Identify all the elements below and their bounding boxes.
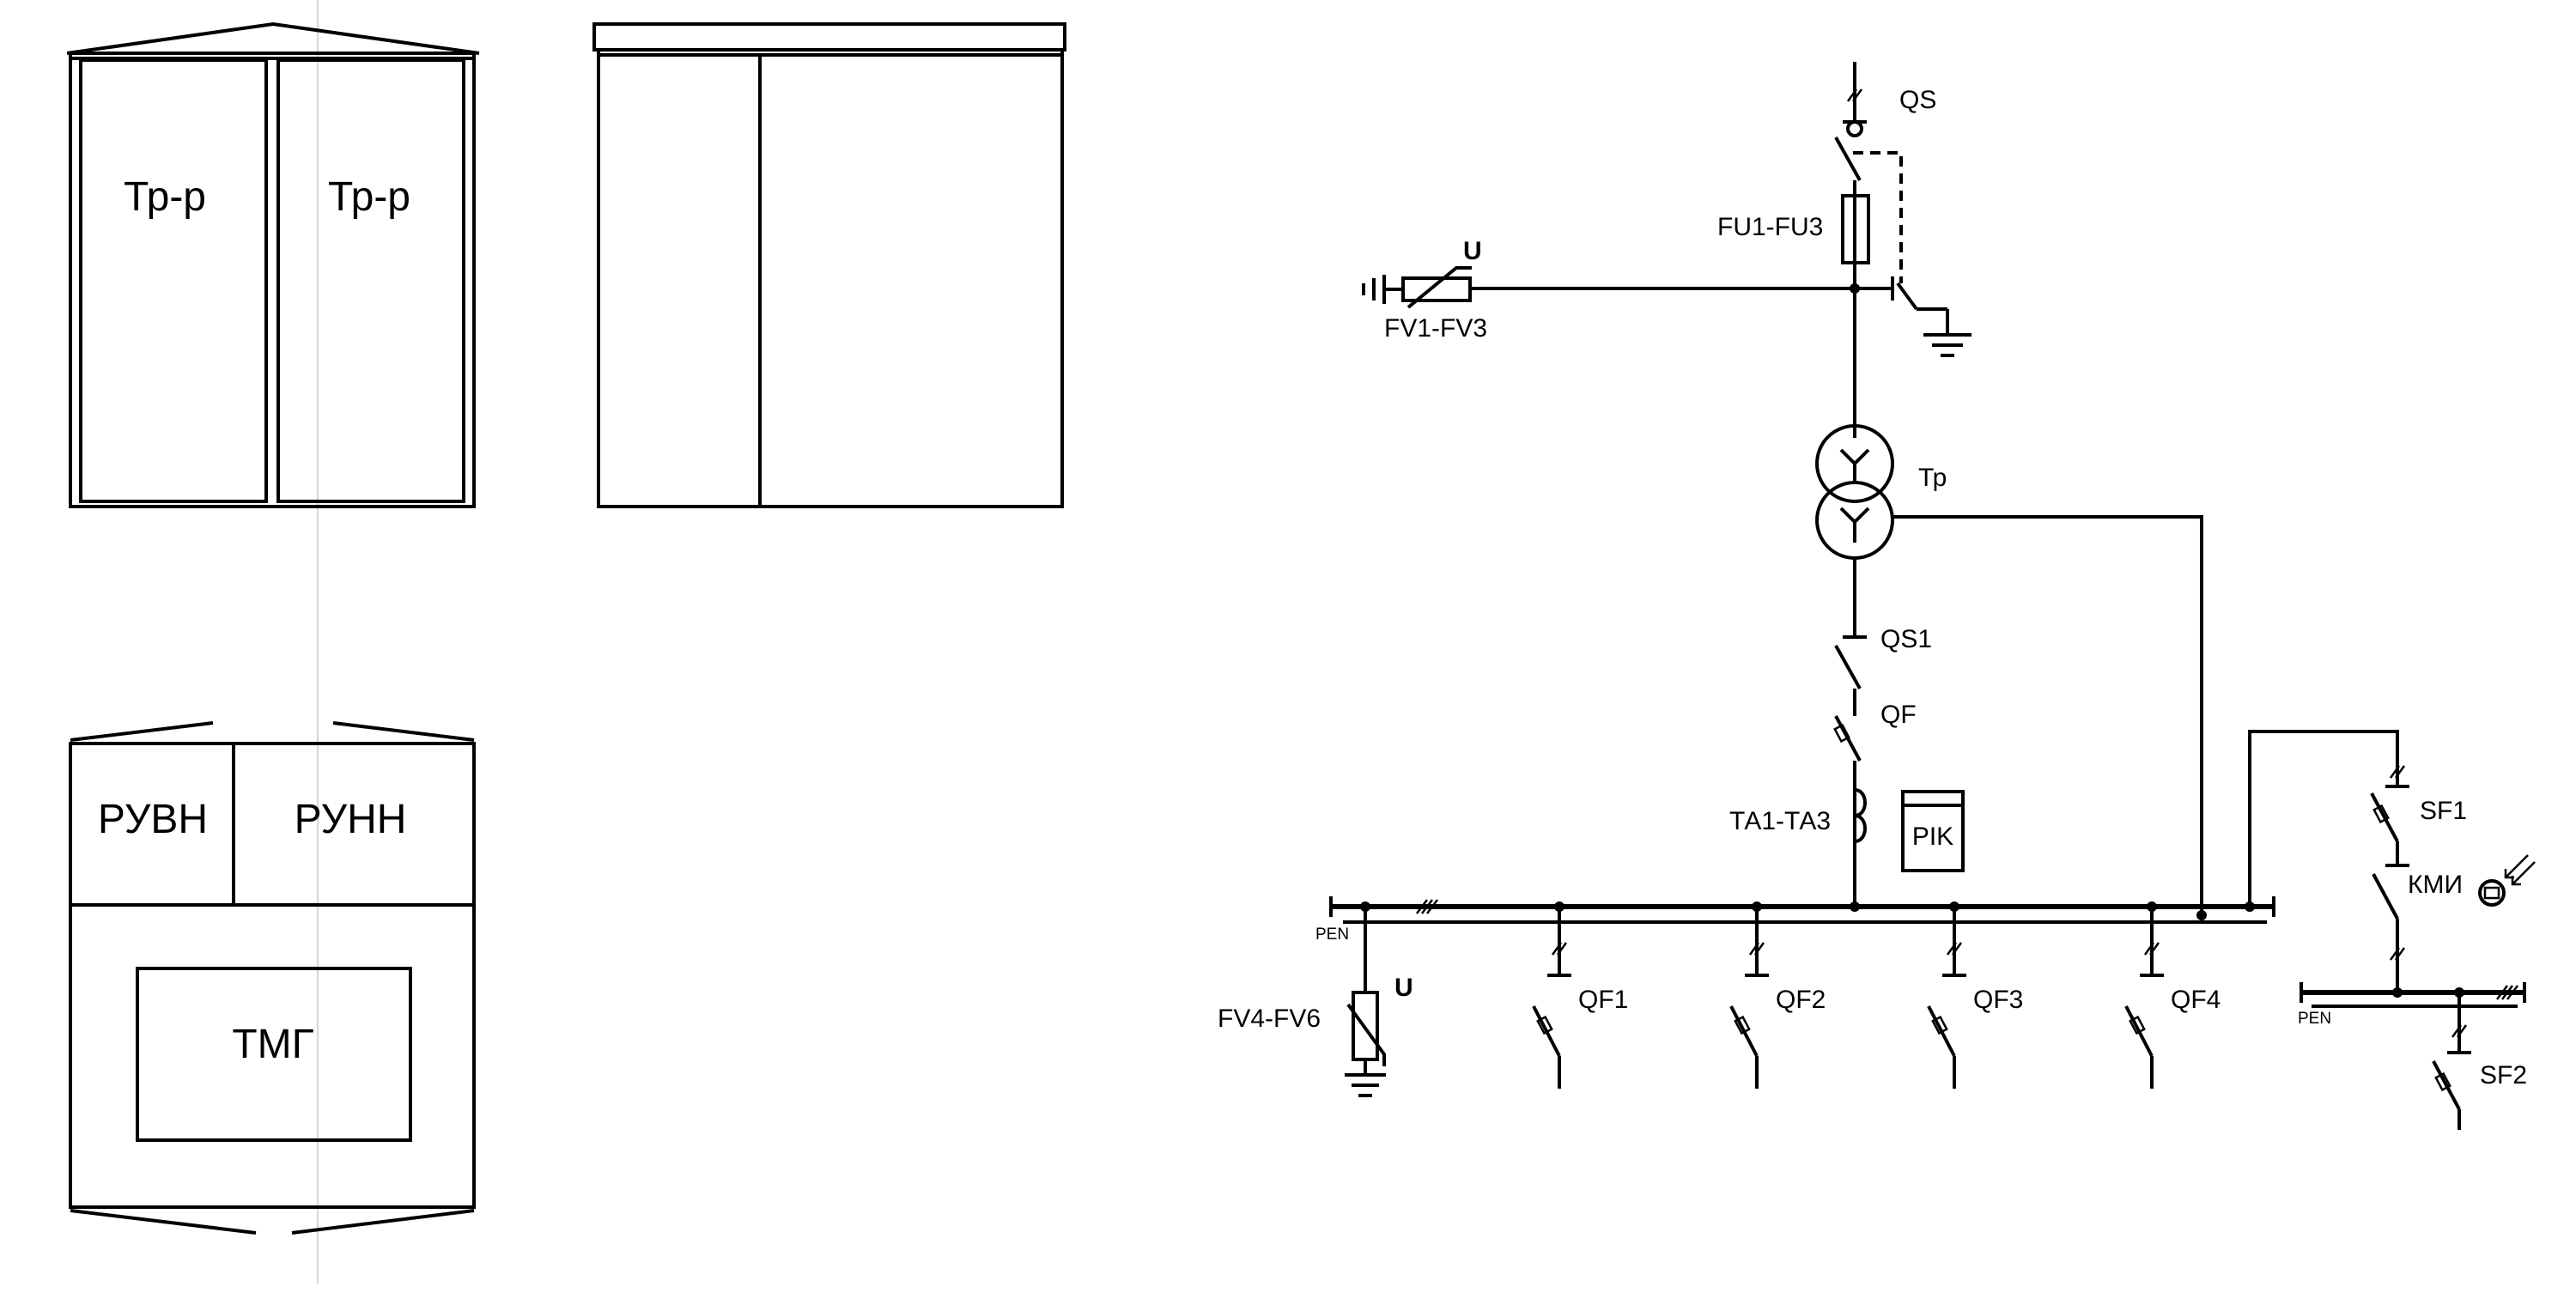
front-body bbox=[69, 52, 476, 508]
side-view bbox=[592, 22, 1066, 508]
contactor-kmi: КМИ bbox=[2372, 864, 2463, 992]
side-roof bbox=[592, 22, 1066, 52]
feeder-qf3-label: QF3 bbox=[1973, 986, 2023, 1014]
sf1-label: SF1 bbox=[2420, 797, 2467, 825]
meter-pik: PIK bbox=[1901, 790, 1965, 872]
neutral-line bbox=[1893, 515, 2203, 915]
door-right bbox=[276, 58, 465, 503]
front-view: Тр-р Тр-р bbox=[66, 21, 480, 508]
current-transformer-ta: ТА1-ТА3 bbox=[1729, 788, 1867, 907]
transformer-label: ТМГ bbox=[232, 1022, 313, 1067]
ta-label: ТА1-ТА3 bbox=[1729, 807, 1831, 835]
sf2-label: SF2 bbox=[2480, 1061, 2527, 1090]
feeder-qf2: QF2 bbox=[1729, 901, 1826, 1089]
kmi-label: КМИ bbox=[2408, 871, 2463, 899]
plan-view: РУВН РУНН ТМГ bbox=[69, 721, 476, 1235]
disconnector-qs1: QS1 bbox=[1834, 625, 1932, 706]
fu-label: FU1-FU3 bbox=[1717, 213, 1823, 241]
photo-sensor-icon bbox=[2478, 854, 2536, 907]
transformer-tr: Тр bbox=[1815, 424, 1947, 560]
single-line-diagram: QS FU1-FU3 bbox=[1218, 62, 2536, 1130]
qs-label: QS bbox=[1899, 86, 1936, 114]
tr-label: Тр bbox=[1918, 464, 1947, 492]
fv-hv-u: U bbox=[1463, 237, 1482, 265]
feeder-qf4-label: QF4 bbox=[2171, 986, 2221, 1014]
door-left-label: Тр-р bbox=[124, 174, 206, 220]
breaker-sf1: SF1 bbox=[2370, 765, 2467, 865]
front-roof bbox=[66, 21, 480, 55]
compartment-hv-label: РУВН bbox=[98, 797, 208, 842]
breaker-sf2: SF2 bbox=[2432, 992, 2527, 1130]
door-right-label: Тр-р bbox=[328, 174, 410, 220]
transformer-box bbox=[136, 967, 412, 1142]
earthing-switch bbox=[1891, 276, 1971, 357]
door-left bbox=[79, 58, 268, 503]
disconnector-qs: QS bbox=[1834, 62, 1936, 196]
surge-arrester-lv: U FV4-FV6 bbox=[1218, 907, 1413, 1097]
meter-label: PIK bbox=[1912, 822, 1953, 851]
feeder-qf1-label: QF1 bbox=[1578, 986, 1628, 1014]
fv-lv-label: FV4-FV6 bbox=[1218, 1005, 1321, 1033]
feeder-qf1: QF1 bbox=[1532, 901, 1628, 1089]
breaker-qf: QF bbox=[1833, 701, 1917, 790]
aux-feed-line bbox=[2248, 730, 2399, 907]
qf-label: QF bbox=[1880, 701, 1917, 729]
plan-body bbox=[69, 742, 476, 1209]
feeder-qf2-label: QF2 bbox=[1776, 986, 1826, 1014]
feeder-qf4: QF4 bbox=[2124, 901, 2221, 1089]
surge-arrester-hv: U FV1-FV3 bbox=[1362, 237, 1487, 343]
pen-main-label: PEN bbox=[1315, 926, 1349, 944]
aux-bus: PEN bbox=[2298, 982, 2526, 1028]
feeder-qf3: QF3 bbox=[1927, 901, 2023, 1089]
fv-lv-u: U bbox=[1394, 974, 1413, 1002]
main-bus: PEN bbox=[1315, 896, 2275, 944]
pen-aux-label: PEN bbox=[2298, 1010, 2331, 1028]
compartment-lv-label: РУНН bbox=[295, 797, 407, 842]
qs1-label: QS1 bbox=[1880, 625, 1932, 653]
side-body bbox=[597, 48, 1064, 508]
fv-hv-label: FV1-FV3 bbox=[1384, 314, 1487, 343]
fuse-fu: FU1-FU3 bbox=[1717, 194, 1870, 264]
